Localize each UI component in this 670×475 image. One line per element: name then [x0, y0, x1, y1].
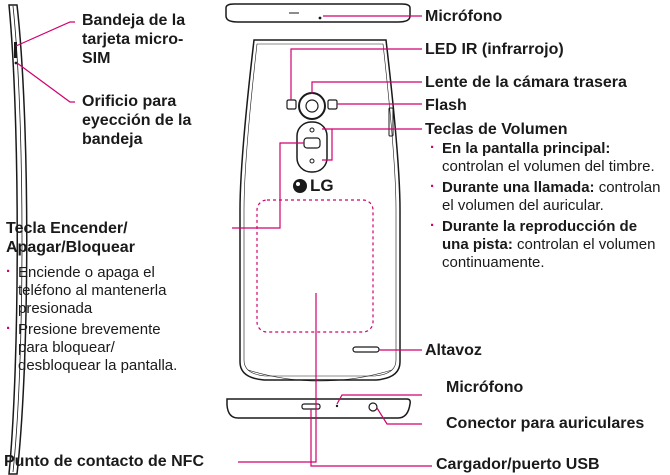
flash-led [327, 99, 338, 110]
back-view-outline [239, 39, 401, 381]
usb-port [301, 403, 321, 410]
ir-led [286, 99, 297, 110]
label-sim-tray: Bandeja de la tarjeta micro-SIM [82, 12, 186, 67]
label-tray-eject: Orificio para eyección de la bandeja [82, 93, 192, 148]
power-key [303, 137, 321, 149]
volume-note: En la pantalla principal: controlan el v… [430, 139, 662, 176]
label-volume-keys: Teclas de Volumen [425, 121, 568, 138]
rear-keys-frame [296, 121, 328, 173]
label-usb-port: Cargador/puerto USB [436, 456, 600, 473]
eject-hole [14, 61, 18, 65]
label-speaker: Altavoz [425, 342, 482, 359]
side-view-outline [8, 4, 28, 475]
volume-up-key [309, 127, 315, 133]
label-power-key: Tecla Encender/ Apagar/Bloquear [6, 220, 135, 256]
side-key [388, 107, 394, 137]
volume-note: Durante una llamada: controlan el volume… [430, 178, 662, 215]
leader-lines [15, 15, 432, 467]
sim-tray-slot [14, 42, 17, 58]
nfc-area [256, 199, 374, 333]
label-rear-lens: Lente de la cámara trasera [425, 74, 627, 91]
bottom-curve [247, 369, 393, 382]
label-flash: Flash [425, 97, 467, 114]
label-mic-bottom: Micrófono [446, 379, 524, 396]
volume-down-key [309, 158, 315, 164]
headset-jack [368, 402, 378, 412]
label-mic-top: Micrófono [425, 8, 503, 25]
label-led-ir: LED IR (infrarrojo) [425, 41, 564, 58]
back-view-inner [243, 43, 397, 377]
label-headset-jack: Conector para auriculares [446, 415, 645, 432]
rear-camera-lens [298, 92, 326, 120]
power-notes: Enciende o apaga el teléfono al mantener… [6, 263, 184, 375]
power-note: Enciende o apaga el teléfono al mantener… [6, 263, 184, 318]
lg-logo-icon [293, 179, 307, 193]
bottom-mic-hole [335, 404, 339, 408]
top-view [225, 3, 411, 23]
speaker-grill [352, 346, 380, 353]
label-nfc: Punto de contacto de NFC [4, 453, 204, 470]
side-view-edge [12, 5, 23, 473]
top-mic-hole [318, 16, 322, 20]
lg-logo-text: LG [310, 176, 334, 195]
volume-notes: En la pantalla principal: controlan el v… [430, 139, 662, 272]
power-note: Presione brevemente para bloquear/ desbl… [6, 320, 184, 375]
bottom-view [226, 398, 411, 419]
volume-note: Durante la reproducción de una pista: co… [430, 217, 662, 272]
